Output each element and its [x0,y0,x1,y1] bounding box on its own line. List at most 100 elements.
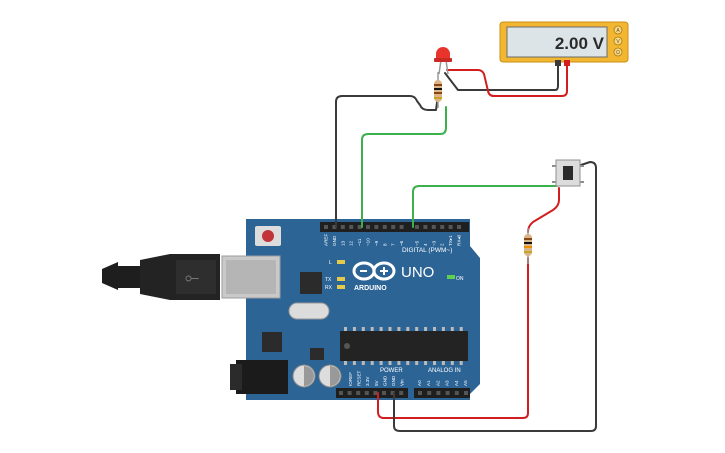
led-label-tx: TX [325,277,332,283]
power-pin-label: GND [382,375,387,386]
power-pin-label: 3.3V [365,376,370,386]
power-pin[interactable] [347,391,352,395]
multimeter-mode-a-button[interactable]: A [613,25,623,35]
mode-a-label: A [616,28,620,34]
analog-pin[interactable] [454,391,459,395]
digital-pin[interactable] [324,225,328,229]
digital-pin-label: TX▸1 [448,235,453,246]
led-label-l: L [329,260,332,266]
digital-pin[interactable] [357,225,362,229]
resistor-button[interactable] [524,228,532,264]
digital-pin[interactable] [415,225,419,229]
digital-pin-label: ~3 [431,240,436,246]
analog-pin[interactable] [464,391,468,395]
digital-pin[interactable] [366,225,370,229]
power-pin[interactable] [364,391,369,395]
push-button[interactable] [552,159,584,187]
power-header-label: POWER [380,368,403,374]
digital-pin-label: 7 [391,243,396,246]
digital-pin[interactable] [332,225,337,229]
digital-pin-label: RX◂0 [457,234,462,246]
red-led[interactable] [434,47,452,75]
power-pin-label: GND [391,375,396,386]
arduino-logo-icon [352,261,396,281]
power-pin[interactable] [382,391,386,395]
multimeter-mode-v-button[interactable]: V [613,36,623,46]
digital-pin[interactable] [391,225,396,229]
analog-header[interactable] [414,388,470,398]
wire-red-resistor-5v[interactable] [377,257,529,419]
wire-red-button-resistor[interactable] [527,187,560,233]
board-model: UNO [401,264,434,281]
digital-pin-label: 12 [349,240,354,246]
analog-pin-label: A0 [417,380,422,386]
multimeter-mode-ohm-button[interactable]: Ω [613,47,623,57]
digital-pin[interactable] [349,225,354,229]
digital-pin-label: ~9 [374,240,379,246]
analog-pin[interactable] [436,391,441,395]
digital-pin[interactable] [457,225,461,229]
digital-pin[interactable] [382,225,387,229]
power-pin-label: IOREF [348,372,353,386]
power-header[interactable] [336,388,408,398]
power-pin[interactable] [390,391,395,395]
digital-pin[interactable] [399,225,404,229]
analog-pin-label: A4 [454,380,459,386]
digital-pin-label: GND [332,235,337,246]
digital-pin[interactable] [440,225,445,229]
multimeter[interactable]: 2.00 V A V Ω [499,21,629,66]
digital-pin[interactable] [431,225,436,229]
digital-pin-label: ~10 [366,238,371,246]
wire-black-gnd-led[interactable] [335,94,439,228]
power-pin[interactable] [339,391,343,395]
digital-pin-label: ~6 [399,240,404,246]
digital-pin[interactable] [374,225,379,229]
digital-pin-label: 4 [423,243,428,246]
status-leds: L TX RX [325,260,345,291]
power-pin[interactable] [373,391,378,395]
wire-green-pin6-button[interactable] [412,185,558,228]
digital-pin-label: ~11 [357,238,362,246]
digital-pin-label: 13 [340,240,345,246]
analog-header-label: ANALOG IN [428,368,461,374]
wire-green-pin12-resistor[interactable] [361,106,447,228]
analog-pin-label: A2 [435,380,440,386]
usb-chip [300,272,322,294]
digital-pin[interactable] [423,225,428,229]
power-jack [236,360,288,394]
digital-pin[interactable] [448,225,453,229]
digital-pin-label: 8 [382,243,387,246]
analog-pin[interactable] [445,391,450,395]
analog-pin-label: A1 [426,380,431,386]
multimeter-reading: 2.00 V [555,34,605,53]
power-pin-label: Vin [400,379,405,386]
mode-ohm-label: Ω [616,50,620,56]
led-label-rx: RX [325,285,333,291]
resistor-led[interactable] [434,72,442,108]
digital-pin-label: ~5 [415,240,420,246]
wire-black-led-multimeter[interactable] [444,63,559,91]
power-pin-label: RESET [357,370,362,386]
power-pin-label: 5V [374,379,379,386]
atmega-chip [340,331,468,361]
board-brand: ARDUINO [354,285,387,292]
power-led [447,275,455,279]
power-pin[interactable] [356,391,361,395]
analog-pin[interactable] [418,391,422,395]
mode-v-label: V [616,39,620,45]
digital-pin[interactable] [340,225,345,229]
wire-red-led-multimeter[interactable] [446,63,568,97]
usb-symbol-icon: ⟜ [185,267,199,287]
digital-pin-label: AREF [324,234,329,246]
crystal [288,302,330,320]
digital-pin-label: 2 [440,243,445,246]
multimeter-display [506,26,608,58]
digital-header-label: DIGITAL (PWM~) [402,247,452,254]
analog-pin-label: A5 [463,380,468,386]
usb-cable[interactable]: ⟜ [102,254,220,300]
wire-black-button-gnd[interactable] [393,161,597,432]
analog-pin[interactable] [427,391,432,395]
power-pin[interactable] [399,391,404,395]
